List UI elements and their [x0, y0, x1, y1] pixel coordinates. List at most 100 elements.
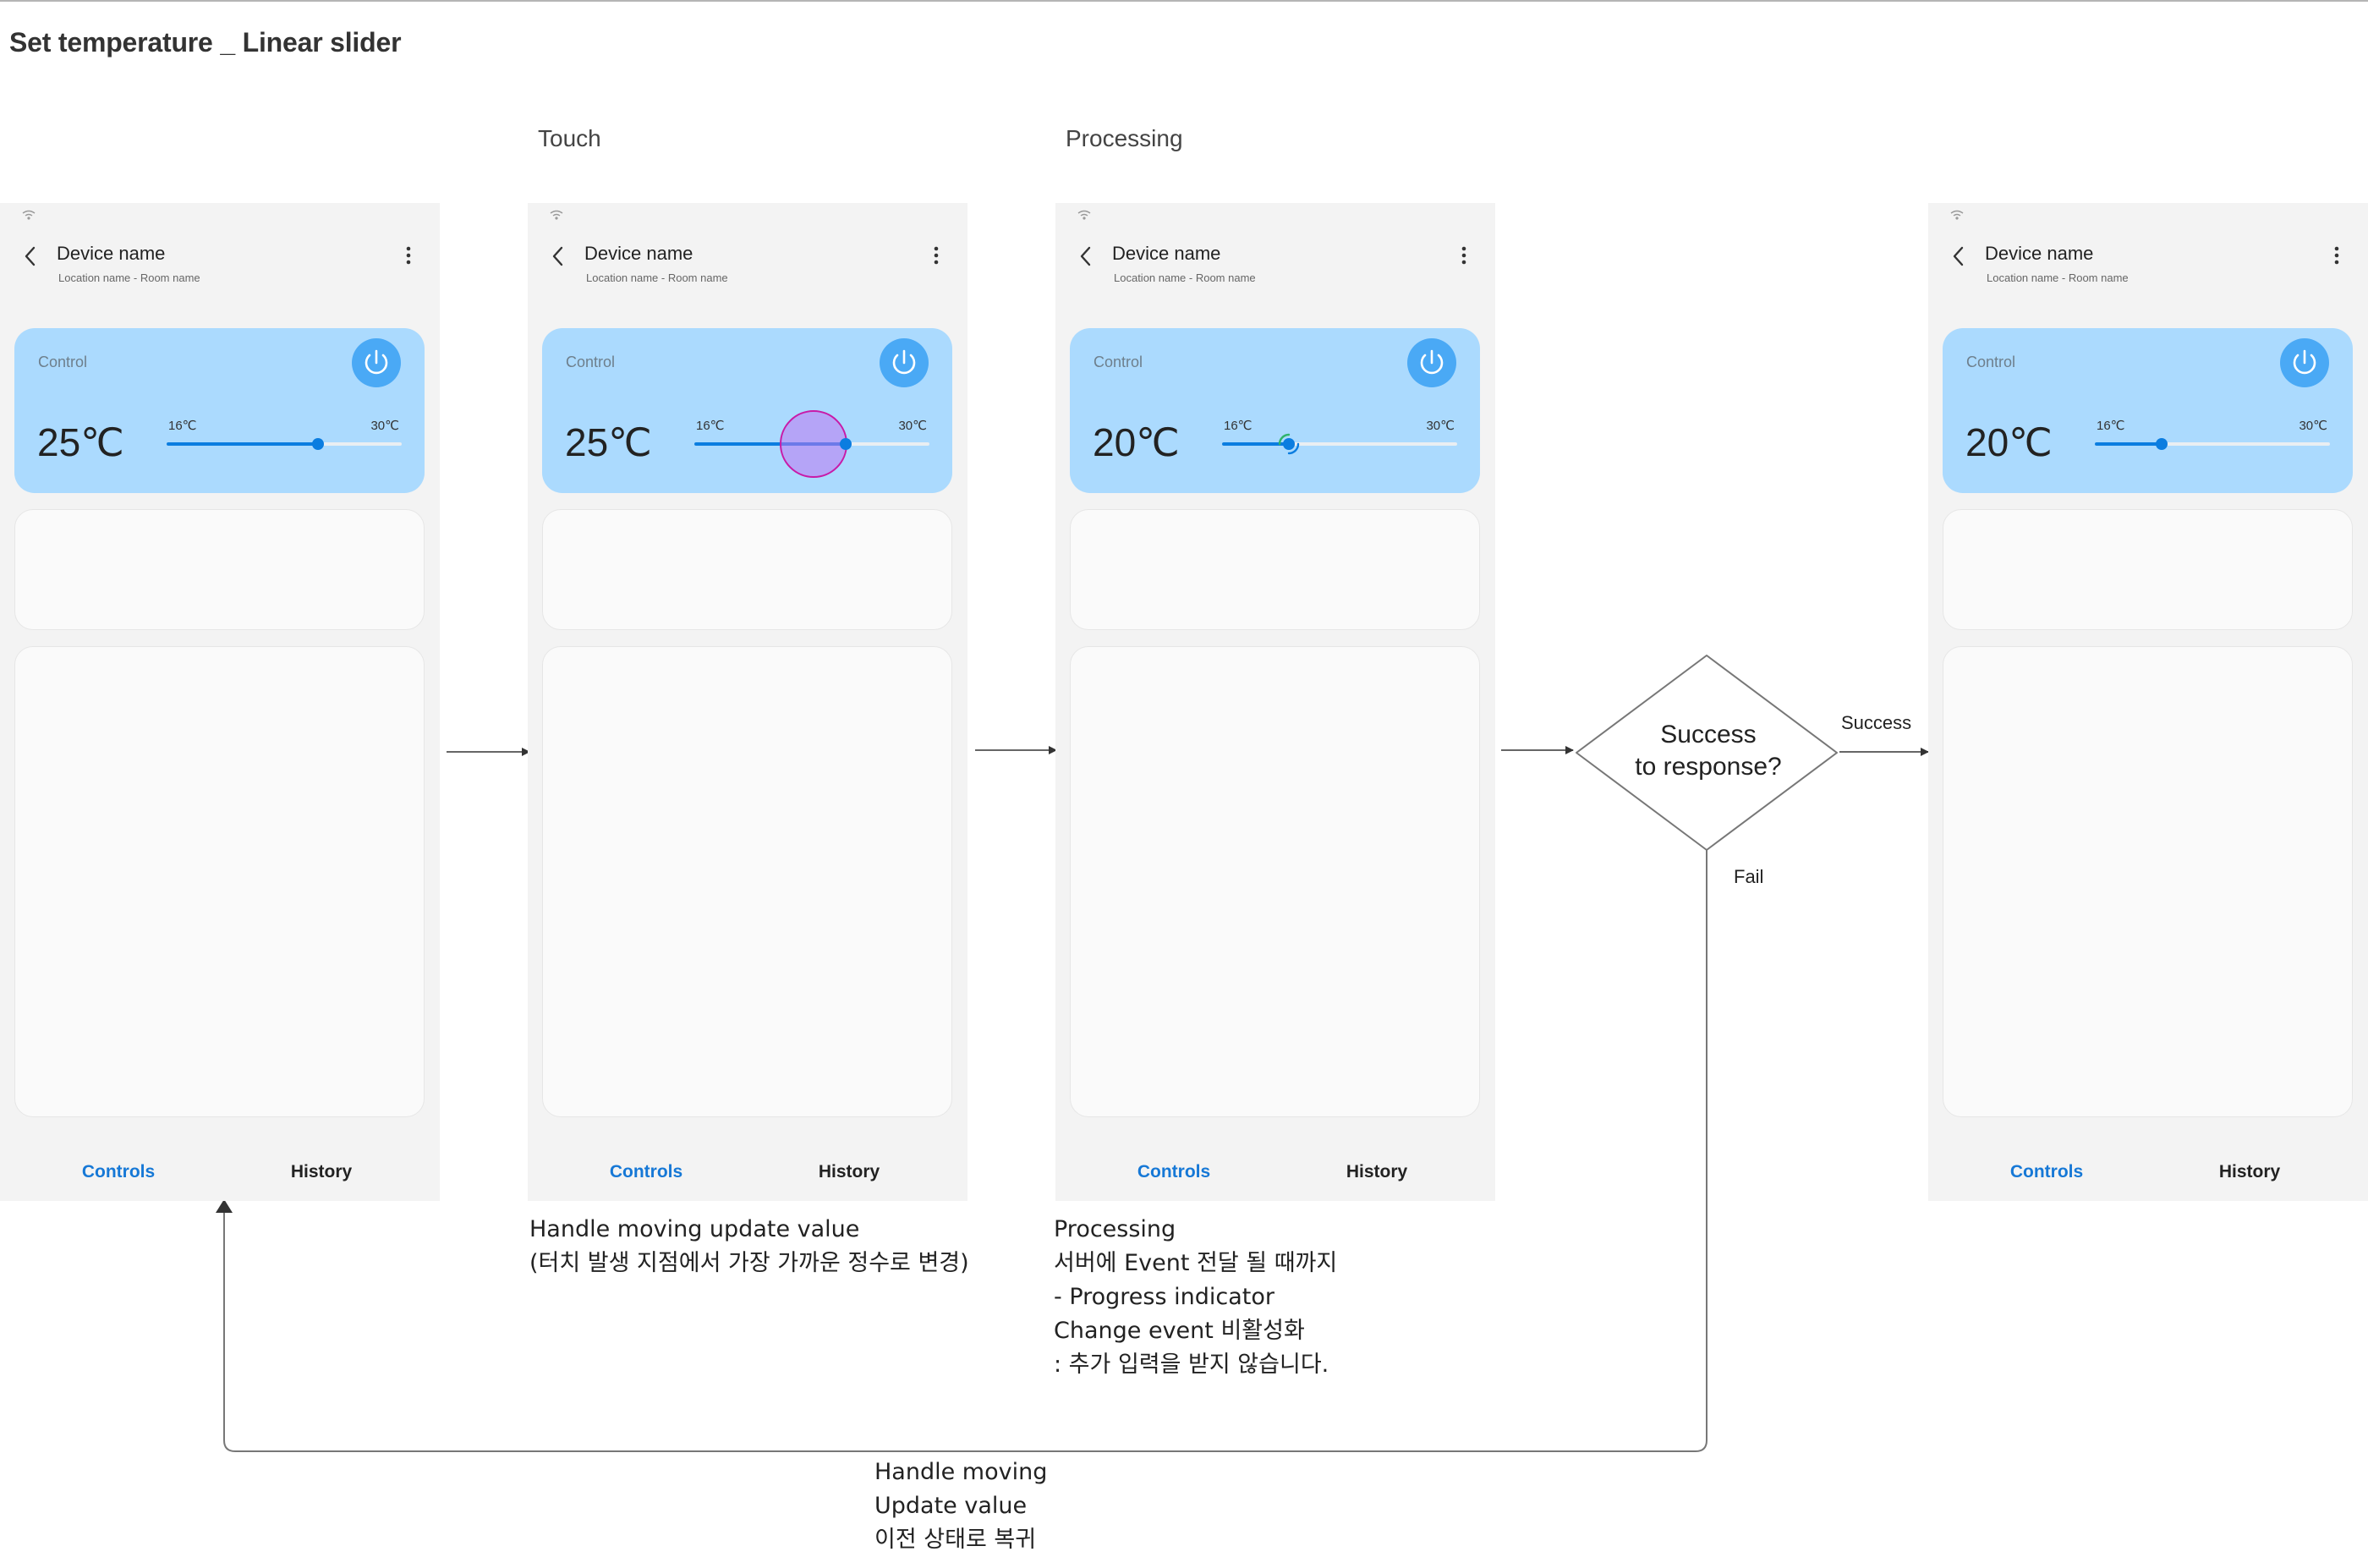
- note-line: - Progress indicator: [1054, 1284, 1274, 1310]
- content-card: [14, 509, 425, 630]
- power-button[interactable]: [1407, 338, 1456, 387]
- step-label-processing: Processing: [1066, 125, 1183, 151]
- content-card: [1943, 509, 2353, 630]
- device-name: Device name: [57, 243, 166, 264]
- note-line: 서버에 Event 전달 될 때까지: [1054, 1250, 1338, 1276]
- wifi-icon: [1950, 210, 1964, 220]
- power-icon: [1420, 349, 1444, 375]
- temperature-value: 20℃: [1093, 420, 1180, 464]
- note-line: Handle moving: [874, 1459, 1048, 1485]
- slider-min-label: 16℃: [168, 419, 197, 433]
- step-label-touch: Touch: [538, 125, 601, 151]
- slider-handle[interactable]: [311, 438, 324, 450]
- slider-max-label: 30℃: [370, 419, 399, 433]
- note-processing: Processing 서버에 Event 전달 될 때까지 - Progress…: [1054, 1213, 1337, 1382]
- temperature-value: 25℃: [37, 420, 124, 464]
- power-button[interactable]: [880, 338, 929, 387]
- control-label: Control: [1094, 354, 1143, 370]
- tab-controls[interactable]: Controls: [81, 1162, 156, 1181]
- back-arrow-icon[interactable]: [22, 245, 39, 267]
- control-card: Control 25℃ 16℃ 30℃: [14, 328, 425, 493]
- note-line: Processing: [1054, 1216, 1176, 1242]
- slider-fill: [2095, 442, 2162, 446]
- power-icon: [365, 349, 388, 375]
- slider-fill: [1222, 442, 1290, 446]
- tab-controls[interactable]: Controls: [1137, 1162, 1211, 1181]
- slider-max-label: 30℃: [898, 419, 927, 433]
- note-line: 이전 상태로 복귀: [874, 1527, 1037, 1553]
- page-title: Set temperature _ Linear slider: [9, 27, 402, 58]
- control-label: Control: [1966, 354, 2016, 370]
- content-card: [1070, 509, 1480, 630]
- back-arrow-icon[interactable]: [1077, 245, 1094, 267]
- note-line: Update value: [874, 1493, 1028, 1519]
- content-card-large: [14, 646, 425, 1117]
- location-name: Location name - Room name: [1114, 271, 1256, 284]
- note-line: Handle moving update value: [529, 1216, 860, 1242]
- tab-history[interactable]: History: [290, 1162, 353, 1181]
- slider-fill: [694, 442, 846, 446]
- control-label: Control: [566, 354, 616, 370]
- device-name: Device name: [1112, 243, 1221, 264]
- power-icon: [2293, 349, 2316, 375]
- temperature-slider[interactable]: [167, 431, 402, 457]
- note-line: Change event 비활성화: [1054, 1318, 1305, 1344]
- slider-track: [1222, 442, 1457, 446]
- power-button[interactable]: [2280, 338, 2329, 387]
- note-line: (터치 발생 지점에서 가장 가까운 정수로 변경): [529, 1250, 969, 1276]
- slider-min-label: 16℃: [1224, 419, 1253, 433]
- device-name: Device name: [1985, 243, 2094, 264]
- success-label: Success: [1841, 712, 1912, 733]
- note-line: : 추가 입력을 받지 않습니다.: [1054, 1351, 1329, 1378]
- control-card: Control 20℃ 16℃ 30℃: [1070, 328, 1480, 493]
- more-options-icon[interactable]: [2333, 246, 2340, 265]
- slider-max-label: 30℃: [1426, 419, 1455, 433]
- temperature-slider[interactable]: [1222, 431, 1457, 457]
- more-options-icon[interactable]: [933, 246, 940, 265]
- fail-return-line: [223, 850, 1707, 1452]
- content-card-large: [542, 646, 952, 1117]
- location-name: Location name - Room name: [1987, 271, 2129, 284]
- control-label: Control: [38, 354, 88, 370]
- tab-history[interactable]: History: [2218, 1162, 2281, 1181]
- note-fail: Handle moving Update value 이전 상태로 복귀: [874, 1456, 1047, 1557]
- content-card-large: [1070, 646, 1480, 1117]
- location-name: Location name - Room name: [58, 271, 200, 284]
- tab-controls[interactable]: Controls: [2009, 1162, 2084, 1181]
- slider-track: [2095, 442, 2330, 446]
- slider-fill: [167, 442, 318, 446]
- location-name: Location name - Room name: [586, 271, 728, 284]
- device-name: Device name: [584, 243, 693, 264]
- back-arrow-icon[interactable]: [550, 245, 567, 267]
- decision-line2: to response?: [1635, 753, 1782, 781]
- progress-indicator-icon: [1279, 433, 1300, 455]
- slider-handle[interactable]: [2156, 438, 2168, 450]
- tab-history[interactable]: History: [818, 1162, 880, 1181]
- content-card-large: [1943, 646, 2353, 1117]
- temperature-value: 20℃: [1965, 420, 2053, 464]
- temperature-slider[interactable]: [2095, 431, 2330, 457]
- more-options-icon[interactable]: [1461, 246, 1467, 265]
- fail-return-arrowhead: [216, 1199, 233, 1213]
- temperature-slider[interactable]: [694, 410, 929, 478]
- power-icon: [892, 349, 916, 375]
- back-arrow-icon[interactable]: [1950, 245, 1967, 267]
- slider-handle[interactable]: [839, 438, 852, 450]
- note-touch: Handle moving update value (터치 발생 지점에서 가…: [529, 1213, 969, 1280]
- more-options-icon[interactable]: [405, 246, 412, 265]
- temperature-value: 25℃: [565, 420, 652, 464]
- slider-handle[interactable]: [1283, 438, 1296, 450]
- slider-min-label: 16℃: [2097, 419, 2125, 433]
- tab-history[interactable]: History: [1346, 1162, 1408, 1181]
- decision-text: Success to response?: [1590, 719, 1827, 783]
- tab-controls[interactable]: Controls: [609, 1162, 683, 1181]
- power-button[interactable]: [352, 338, 401, 387]
- wifi-icon: [550, 210, 563, 220]
